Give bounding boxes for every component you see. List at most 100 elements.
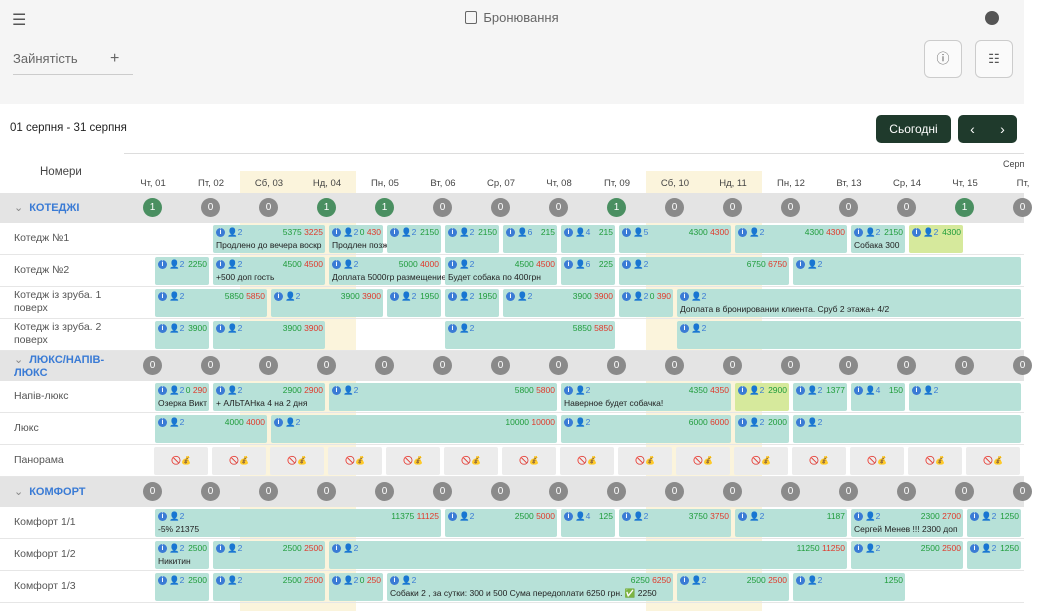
- blocked-cell[interactable]: 🚫💰: [560, 447, 614, 475]
- blocked-cell[interactable]: 🚫💰: [502, 447, 556, 475]
- day-header[interactable]: Пн, 05: [371, 178, 399, 189]
- category-label[interactable]: ⌄КОТЕДЖІ: [14, 202, 124, 215]
- info-icon[interactable]: i: [738, 418, 747, 427]
- blocked-cell[interactable]: 🚫💰: [444, 447, 498, 475]
- info-icon[interactable]: i: [680, 324, 689, 333]
- day-header[interactable]: Нд, 11: [719, 178, 747, 189]
- info-icon[interactable]: i: [622, 260, 631, 269]
- room-name[interactable]: Комфорт 1/3: [14, 580, 76, 592]
- blocked-cell[interactable]: 🚫💰: [908, 447, 962, 475]
- info-icon[interactable]: i: [158, 386, 167, 395]
- day-header[interactable]: Пт, 02: [198, 178, 224, 189]
- menu-icon[interactable]: ☰: [12, 12, 27, 29]
- blocked-cell[interactable]: 🚫💰: [792, 447, 846, 475]
- day-header[interactable]: Сб, 10: [660, 178, 690, 189]
- category-label[interactable]: ⌄ЛЮКС/НАПІВ-ЛЮКС: [14, 354, 124, 380]
- info-icon[interactable]: i: [970, 512, 979, 521]
- info-icon[interactable]: i: [912, 386, 921, 395]
- room-name[interactable]: Напів-люкс: [14, 390, 69, 402]
- blocked-cell[interactable]: 🚫💰: [734, 447, 788, 475]
- info-icon[interactable]: i: [854, 512, 863, 521]
- info-icon[interactable]: i: [622, 228, 631, 237]
- info-icon[interactable]: i: [216, 576, 225, 585]
- blocked-cell[interactable]: 🚫💰: [154, 447, 208, 475]
- info-icon[interactable]: i: [158, 512, 167, 521]
- info-icon[interactable]: i: [564, 418, 573, 427]
- info-icon[interactable]: i: [158, 324, 167, 333]
- info-icon[interactable]: i: [158, 576, 167, 585]
- info-icon[interactable]: i: [390, 292, 399, 301]
- chevron-right-icon[interactable]: ›: [1000, 121, 1005, 137]
- room-name[interactable]: Панорама: [14, 454, 64, 466]
- chevron-down-icon[interactable]: ⌄: [14, 202, 24, 214]
- room-name[interactable]: Комфорт 1/2: [14, 548, 76, 560]
- info-icon[interactable]: i: [216, 260, 225, 269]
- info-icon[interactable]: i: [216, 544, 225, 553]
- info-icon[interactable]: i: [796, 576, 805, 585]
- info-icon[interactable]: i: [564, 260, 573, 269]
- info-icon[interactable]: i: [854, 544, 863, 553]
- info-icon[interactable]: i: [622, 512, 631, 521]
- room-name[interactable]: Котедж №2: [14, 264, 70, 276]
- day-header[interactable]: Ср, 07: [487, 178, 515, 189]
- info-icon[interactable]: i: [158, 292, 167, 301]
- info-icon[interactable]: i: [680, 576, 689, 585]
- info-icon[interactable]: i: [506, 228, 515, 237]
- day-header[interactable]: Нд, 04: [312, 178, 342, 189]
- booking-block[interactable]: i👤2: [793, 257, 1021, 285]
- info-icon[interactable]: i: [448, 324, 457, 333]
- info-icon[interactable]: i: [448, 228, 457, 237]
- blocked-cell[interactable]: 🚫💰: [270, 447, 324, 475]
- info-icon[interactable]: i: [854, 386, 863, 395]
- info-icon[interactable]: i: [738, 386, 747, 395]
- room-name[interactable]: Котедж №1: [14, 232, 70, 244]
- blocked-cell[interactable]: 🚫💰: [966, 447, 1020, 475]
- day-header[interactable]: Чт, 15: [952, 178, 978, 189]
- category-label[interactable]: ⌄КОМФОРТ: [14, 486, 124, 499]
- chevron-down-icon[interactable]: ⌄: [14, 486, 24, 498]
- info-icon[interactable]: i: [158, 260, 167, 269]
- info-icon[interactable]: i: [390, 228, 399, 237]
- info-icon[interactable]: i: [506, 292, 515, 301]
- day-header[interactable]: Чт, 08: [546, 178, 572, 189]
- info-icon[interactable]: i: [448, 260, 457, 269]
- add-tab-button[interactable]: +: [110, 50, 120, 67]
- info-icon[interactable]: i: [332, 228, 341, 237]
- info-icon[interactable]: i: [448, 512, 457, 521]
- info-icon[interactable]: i: [158, 544, 167, 553]
- tab-occupancy[interactable]: Зайнятість: [13, 51, 78, 66]
- info-icon[interactable]: i: [796, 260, 805, 269]
- blocked-cell[interactable]: 🚫💰: [618, 447, 672, 475]
- filter-button[interactable]: ☷: [975, 40, 1013, 78]
